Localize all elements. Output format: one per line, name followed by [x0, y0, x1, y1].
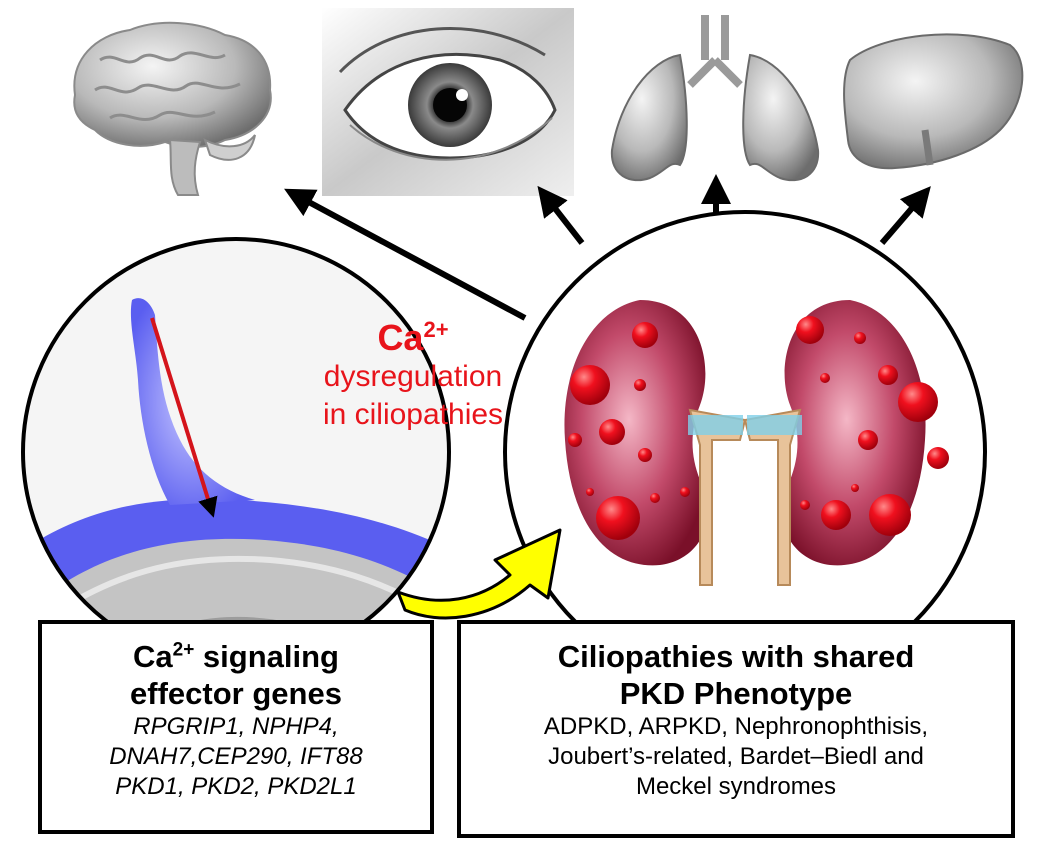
brain-icon: [73, 21, 272, 196]
genes-box-subtitle: effector genes: [130, 676, 342, 711]
arrow-to-eye: [537, 185, 585, 245]
left-kidney: [564, 300, 708, 566]
calcium-dysregulation-label: Ca2+ dysregulation in ciliopathies: [318, 318, 508, 434]
organ-arrows: [284, 174, 931, 321]
phenotype-box-title: Ciliopathies with shared: [557, 639, 915, 674]
gene-list-line: DNAH7,CEP290, IFT88: [109, 743, 363, 770]
disease-list-line: ADPKD, ARPKD, Nephronophthisis,: [543, 713, 929, 740]
gene-list-line: RPGRIP1, NPHP4,: [133, 713, 339, 740]
cilium: [130, 298, 255, 505]
kidney-cysts: [568, 316, 949, 540]
eye-icon: [322, 8, 574, 196]
phenotype-box-subtitle: PKD Phenotype: [619, 676, 853, 711]
calcium-flow-arrow: [150, 317, 218, 518]
disease-list-line: Joubert’s-related, Bardet–Biedl and: [548, 743, 924, 770]
arrow-to-brain: [284, 188, 527, 321]
genes-box-title: Ca2+ signaling: [133, 639, 339, 674]
arrow-to-liver: [879, 186, 931, 245]
effector-genes-box: Ca2+ signaling effector genes RPGRIP1, N…: [38, 620, 434, 834]
lungs-icon: [610, 15, 820, 182]
left-ureter: [688, 408, 747, 586]
progression-arrow: [396, 528, 562, 620]
dysregulation-line1: dysregulation: [323, 360, 503, 393]
liver-icon: [843, 33, 1024, 170]
kidney-panel: [503, 210, 987, 694]
pkd-phenotype-box: Ciliopathies with shared PKD Phenotype A…: [457, 620, 1015, 838]
dysregulation-line2: in ciliopathies: [322, 398, 504, 431]
gene-list-line: PKD1, PKD2, PKD2L1: [115, 773, 357, 800]
right-ureter: [743, 408, 802, 586]
disease-list-line: Meckel syndromes: [635, 773, 837, 800]
calcium-symbol: Ca2+: [377, 317, 449, 358]
